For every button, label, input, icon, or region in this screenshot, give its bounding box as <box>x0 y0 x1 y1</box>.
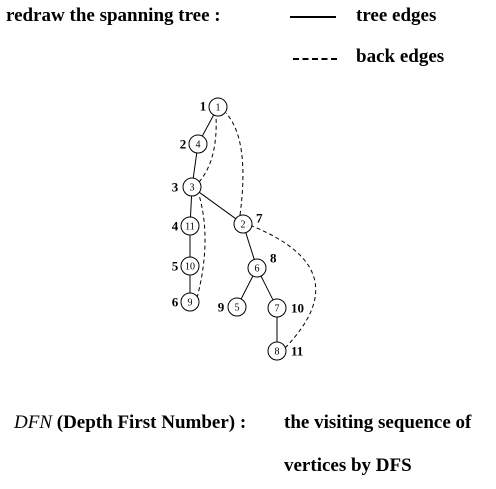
graph-node: 33 <box>172 177 202 197</box>
legend-back-edge-line <box>293 58 337 60</box>
dfn-number: 4 <box>172 219 179 234</box>
graph-node: 10 5 <box>172 256 200 276</box>
node-label: 8 <box>275 347 280 358</box>
node-label: 4 <box>196 140 201 151</box>
node-circle <box>180 216 200 236</box>
back-edge-2-1 <box>225 112 244 216</box>
node-circle <box>227 297 247 317</box>
node-circle <box>247 258 267 278</box>
dfn-definition-line-1: the visiting sequence of <box>284 412 472 433</box>
tree-edge-6-7 <box>260 275 274 301</box>
node-label: 9 <box>188 298 193 309</box>
node-circle <box>267 341 287 361</box>
tree-edge-1-4 <box>201 114 215 137</box>
graph-node: 8 11 <box>267 341 303 361</box>
dfn-number: 6 <box>172 295 179 310</box>
node-label: 1 <box>216 103 221 114</box>
graph-node: 96 <box>172 292 200 312</box>
node-label: 3 <box>190 183 195 194</box>
tree-edge-3-11 <box>189 195 193 218</box>
page-title: redraw the spanning tree : <box>6 5 221 26</box>
dfn-number: 11 <box>291 344 303 359</box>
node-circle <box>233 214 253 234</box>
dfn-number: 5 <box>172 259 179 274</box>
dfn-abbreviation: DFN <box>14 412 52 433</box>
tree-edge-6-5 <box>240 275 254 300</box>
dfn-number: 8 <box>270 251 277 266</box>
tree-edge-3-2 <box>198 191 237 220</box>
graph-node: 42 <box>180 134 208 154</box>
graph-node: 11 <box>200 97 228 117</box>
legend-tree-edges-label: tree edges <box>356 5 437 26</box>
legend-back-edges-label: back edges <box>356 46 445 67</box>
dfn-number: 10 <box>291 301 304 316</box>
dfn-number: 3 <box>172 180 179 195</box>
node-circle <box>180 256 200 276</box>
dfn-number: 1 <box>200 99 207 114</box>
node-label: 11 <box>185 222 195 233</box>
node-label: 6 <box>255 264 260 275</box>
node-circle <box>188 134 208 154</box>
node-circle <box>180 292 200 312</box>
dfn-number: 9 <box>218 300 225 315</box>
dfn-term: DFN (Depth First Number) : <box>14 412 246 434</box>
back-edge-3-1 <box>198 115 217 183</box>
dfn-full-name: (Depth First Number) : <box>56 412 247 433</box>
node-circle <box>182 177 202 197</box>
node-circle <box>208 97 228 117</box>
tree-edge-2-6 <box>245 232 255 260</box>
dfn-number: 2 <box>180 137 187 152</box>
tree-edge-4-3 <box>192 152 198 179</box>
dfn-number: 7 <box>256 211 263 226</box>
graph-node: 11 4 <box>172 216 200 236</box>
graph-node: 59 <box>218 297 247 317</box>
back-edge-8-2 <box>251 225 317 349</box>
node-label: 10 <box>185 262 195 273</box>
back-edge-9-3 <box>196 194 206 299</box>
graph-node: 7 10 <box>267 298 304 318</box>
node-label: 7 <box>275 304 280 315</box>
legend-tree-edge-line <box>290 16 336 18</box>
graph-node: 68 <box>247 251 277 278</box>
node-label: 2 <box>241 220 246 231</box>
dfn-definition-line-2: vertices by DFS <box>284 455 412 476</box>
node-circle <box>267 298 287 318</box>
node-label: 5 <box>235 303 240 314</box>
